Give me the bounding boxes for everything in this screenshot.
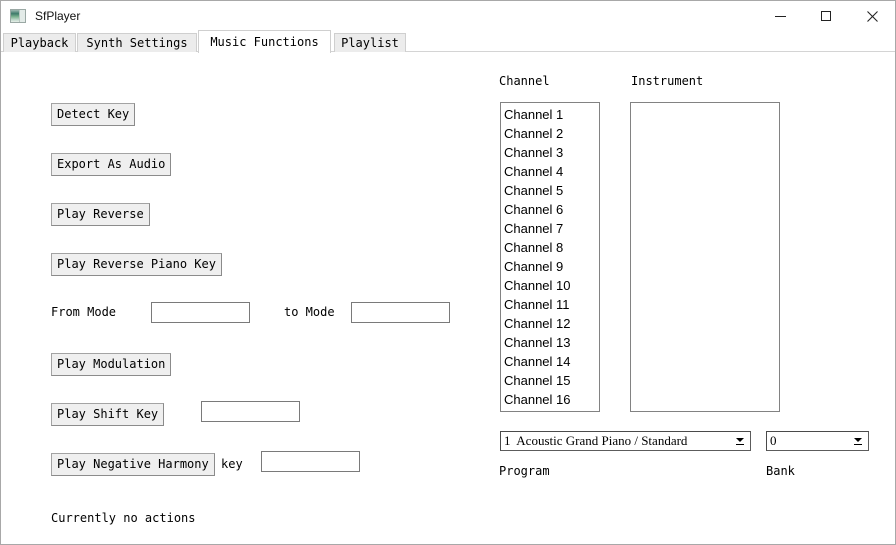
channel-list-item[interactable]: Channel 15 bbox=[504, 373, 571, 388]
channel-list-item[interactable]: Channel 16 bbox=[504, 392, 571, 407]
channel-list-item[interactable]: Channel 4 bbox=[504, 164, 564, 179]
titlebar[interactable]: SfPlayer bbox=[1, 1, 895, 31]
channel-list-item[interactable]: Channel 2 bbox=[504, 126, 564, 141]
maximize-icon bbox=[821, 11, 831, 21]
play-reverse-button[interactable]: Play Reverse bbox=[51, 203, 150, 226]
instrument-listbox[interactable] bbox=[630, 102, 780, 412]
channel-list-item[interactable]: Channel 11 bbox=[504, 297, 570, 312]
tab-bar: Playback Synth Settings Music Functions … bbox=[1, 30, 895, 53]
tab-music-functions[interactable]: Music Functions bbox=[198, 30, 331, 53]
minimize-button[interactable] bbox=[757, 1, 803, 31]
channel-list-item[interactable]: Channel 10 bbox=[504, 278, 571, 293]
chevron-down-icon[interactable] bbox=[850, 432, 866, 450]
channel-listbox[interactable]: Channel 1 Channel 2 Channel 3 Channel 4 Chan… bbox=[500, 102, 600, 412]
program-combobox-value: 1 Acoustic Grand Piano / Standard bbox=[504, 433, 688, 448]
maximize-button[interactable] bbox=[803, 1, 849, 31]
window-title: SfPlayer bbox=[35, 9, 81, 23]
channel-list-item[interactable]: Channel 12 bbox=[504, 316, 571, 331]
channel-list-item[interactable]: Channel 13 bbox=[504, 335, 571, 350]
tab-playback[interactable]: Playback bbox=[3, 33, 76, 52]
channel-list-item[interactable]: Channel 5 bbox=[504, 183, 564, 198]
bank-label: Bank bbox=[766, 464, 795, 478]
chevron-down-icon[interactable] bbox=[732, 432, 748, 450]
app-icon bbox=[10, 9, 26, 23]
negative-harmony-key-input[interactable] bbox=[261, 451, 360, 472]
close-icon bbox=[866, 10, 878, 22]
key-label: key bbox=[221, 457, 243, 471]
play-negative-harmony-button[interactable]: Play Negative Harmony bbox=[51, 453, 215, 476]
status-text: Currently no actions bbox=[51, 511, 196, 525]
close-button[interactable] bbox=[849, 1, 895, 31]
app-icon-right bbox=[19, 10, 25, 22]
play-modulation-button[interactable]: Play Modulation bbox=[51, 353, 172, 376]
minimize-icon bbox=[774, 15, 786, 17]
channel-label: Channel bbox=[499, 74, 550, 88]
play-reverse-piano-key-button[interactable]: Play Reverse Piano Key bbox=[51, 253, 222, 276]
channel-list-item[interactable]: Channel 1 bbox=[504, 107, 564, 122]
program-label: Program bbox=[499, 464, 550, 478]
shift-key-input[interactable] bbox=[201, 401, 300, 422]
from-mode-label: From Mode bbox=[51, 305, 117, 319]
to-mode-label: to Mode bbox=[284, 305, 335, 319]
tab-synth-settings[interactable]: Synth Settings bbox=[77, 33, 197, 52]
from-mode-input[interactable] bbox=[151, 302, 250, 323]
bank-combobox-value: 0 bbox=[770, 433, 777, 448]
play-shift-key-button[interactable]: Play Shift Key bbox=[51, 403, 165, 426]
notebook-pane-border bbox=[1, 51, 895, 52]
app-icon-left bbox=[11, 10, 20, 22]
channel-list-item[interactable]: Channel 6 bbox=[504, 202, 564, 217]
channel-list-item[interactable]: Channel 8 bbox=[504, 240, 564, 255]
program-combobox[interactable]: 1 Acoustic Grand Piano / Standard bbox=[500, 431, 751, 451]
channel-list-item[interactable]: Channel 14 bbox=[504, 354, 571, 369]
instrument-label: Instrument bbox=[631, 74, 704, 88]
bank-combobox[interactable]: 0 bbox=[766, 431, 869, 451]
tab-playlist[interactable]: Playlist bbox=[334, 33, 406, 52]
music-functions-pane: Detect Key Export As Audio Play Reverse … bbox=[1, 52, 895, 544]
channel-list-item[interactable]: Channel 9 bbox=[504, 259, 564, 274]
channel-list-item[interactable]: Channel 7 bbox=[504, 221, 564, 236]
channel-list-item[interactable]: Channel 3 bbox=[504, 145, 564, 160]
to-mode-input[interactable] bbox=[351, 302, 450, 323]
detect-key-button[interactable]: Detect Key bbox=[51, 103, 136, 126]
export-as-audio-button[interactable]: Export As Audio bbox=[51, 153, 172, 176]
